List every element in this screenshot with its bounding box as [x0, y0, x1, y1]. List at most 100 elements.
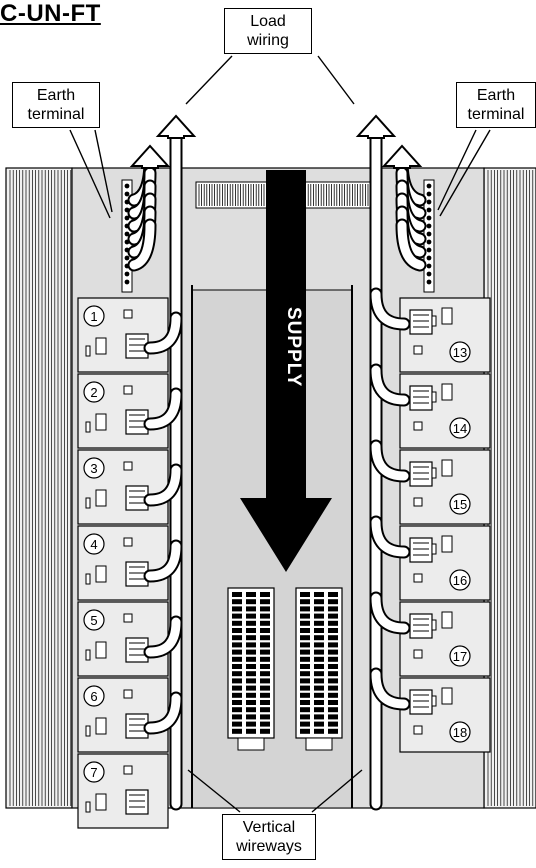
module-connector — [409, 613, 433, 639]
module-number-circle — [83, 533, 105, 555]
terminal-cell — [314, 599, 324, 605]
terminal-cell — [328, 613, 338, 619]
earth-screw — [426, 183, 432, 189]
terminal-cell — [300, 649, 310, 655]
module-fuse — [95, 793, 107, 811]
terminal-cell — [328, 649, 338, 655]
terminal-cell — [300, 599, 310, 605]
terminal-cell — [314, 656, 324, 662]
terminal-cell — [246, 678, 256, 684]
terminal-cell — [246, 700, 256, 705]
module-tab — [431, 391, 437, 403]
earth-screw — [426, 255, 432, 261]
module-number-circle — [449, 569, 471, 591]
wire-arrow-head — [129, 144, 171, 169]
terminal-cell — [314, 721, 324, 727]
vertical-wireways-line-2: wireways — [236, 838, 302, 855]
module-number: 17 — [453, 649, 467, 664]
terminal-cell — [260, 642, 270, 648]
terminal-cell — [260, 649, 270, 655]
terminal-cell — [328, 714, 338, 720]
wire-fill — [145, 541, 181, 581]
module-number: 16 — [453, 573, 467, 588]
terminal-cell — [260, 678, 270, 684]
module-connector — [409, 689, 433, 715]
terminal-cell — [314, 671, 324, 677]
earth-screw — [124, 231, 130, 237]
module-number: 3 — [90, 461, 97, 476]
module-fuse — [95, 413, 107, 431]
terminal-cell — [328, 642, 338, 648]
cabinet-side-panels — [5, 167, 536, 809]
wire-arrow-head — [155, 114, 197, 139]
earth-left-line-2: terminal — [27, 106, 85, 123]
terminal-cell — [300, 635, 310, 641]
terminal-cell — [246, 728, 256, 734]
earth-screw — [124, 183, 130, 189]
terminal-cell — [232, 599, 242, 605]
module-fuse — [95, 489, 107, 507]
earth-screw — [426, 271, 432, 277]
module-indicator — [123, 309, 133, 319]
terminal-cell — [314, 692, 324, 698]
terminal-block — [227, 587, 275, 739]
terminal-cell — [328, 656, 338, 662]
module-connector — [409, 309, 433, 335]
terminal-cell — [300, 656, 310, 662]
terminal-cell — [232, 707, 242, 713]
wire-arrow-head — [355, 114, 397, 139]
page-title: C-UN-FT — [0, 0, 101, 27]
terminal-cell — [246, 620, 256, 626]
module-indicator — [123, 461, 133, 471]
terminal-cell — [328, 692, 338, 698]
module-connector — [409, 537, 433, 563]
terminal-cell — [260, 707, 270, 713]
earth-screw — [426, 223, 432, 229]
terminal-cell — [314, 728, 324, 734]
terminal-cell — [246, 592, 256, 597]
earth-screw — [426, 247, 432, 253]
module-number-circle — [83, 609, 105, 631]
earth-screw — [426, 215, 432, 221]
module-indicator — [413, 421, 423, 431]
module-number-circle — [449, 493, 471, 515]
wire-arrow-head — [381, 144, 423, 169]
earth-left-line-1: Earth — [36, 87, 76, 104]
module-indicator — [413, 573, 423, 583]
terminal-cell — [328, 599, 338, 605]
earth-screw — [426, 279, 432, 285]
module-number-circle — [83, 305, 105, 327]
module-number: 6 — [90, 689, 97, 704]
earth-right-line-2: terminal — [467, 106, 525, 123]
terminal-cell — [314, 685, 324, 691]
terminal-cell — [314, 714, 324, 720]
wire-fill — [371, 669, 409, 709]
terminal-cell — [300, 700, 310, 705]
earth-screw — [124, 215, 130, 221]
terminal-cell — [260, 635, 270, 641]
terminal-cell — [246, 599, 256, 605]
terminal-cell — [314, 635, 324, 641]
terminal-cell — [314, 613, 324, 619]
terminal-cell — [300, 721, 310, 727]
terminal-cell — [246, 721, 256, 727]
wire-fill — [371, 441, 409, 481]
earth-screw — [426, 231, 432, 237]
terminal-cell — [260, 656, 270, 662]
terminal-cell — [232, 721, 242, 727]
module-connector — [125, 789, 149, 815]
module-number-circle — [83, 761, 105, 783]
terminal-cell — [260, 671, 270, 677]
load-wiring-callout: Load wiring — [224, 8, 312, 54]
terminal-cell — [232, 664, 242, 669]
terminal-cell — [260, 599, 270, 605]
module-indicator — [413, 649, 423, 659]
terminal-cell — [232, 700, 242, 705]
earth-screw — [426, 199, 432, 205]
terminal-cell — [328, 671, 338, 677]
wire-fill — [145, 313, 181, 353]
module-fuse — [441, 383, 453, 401]
terminal-cell — [314, 678, 324, 684]
